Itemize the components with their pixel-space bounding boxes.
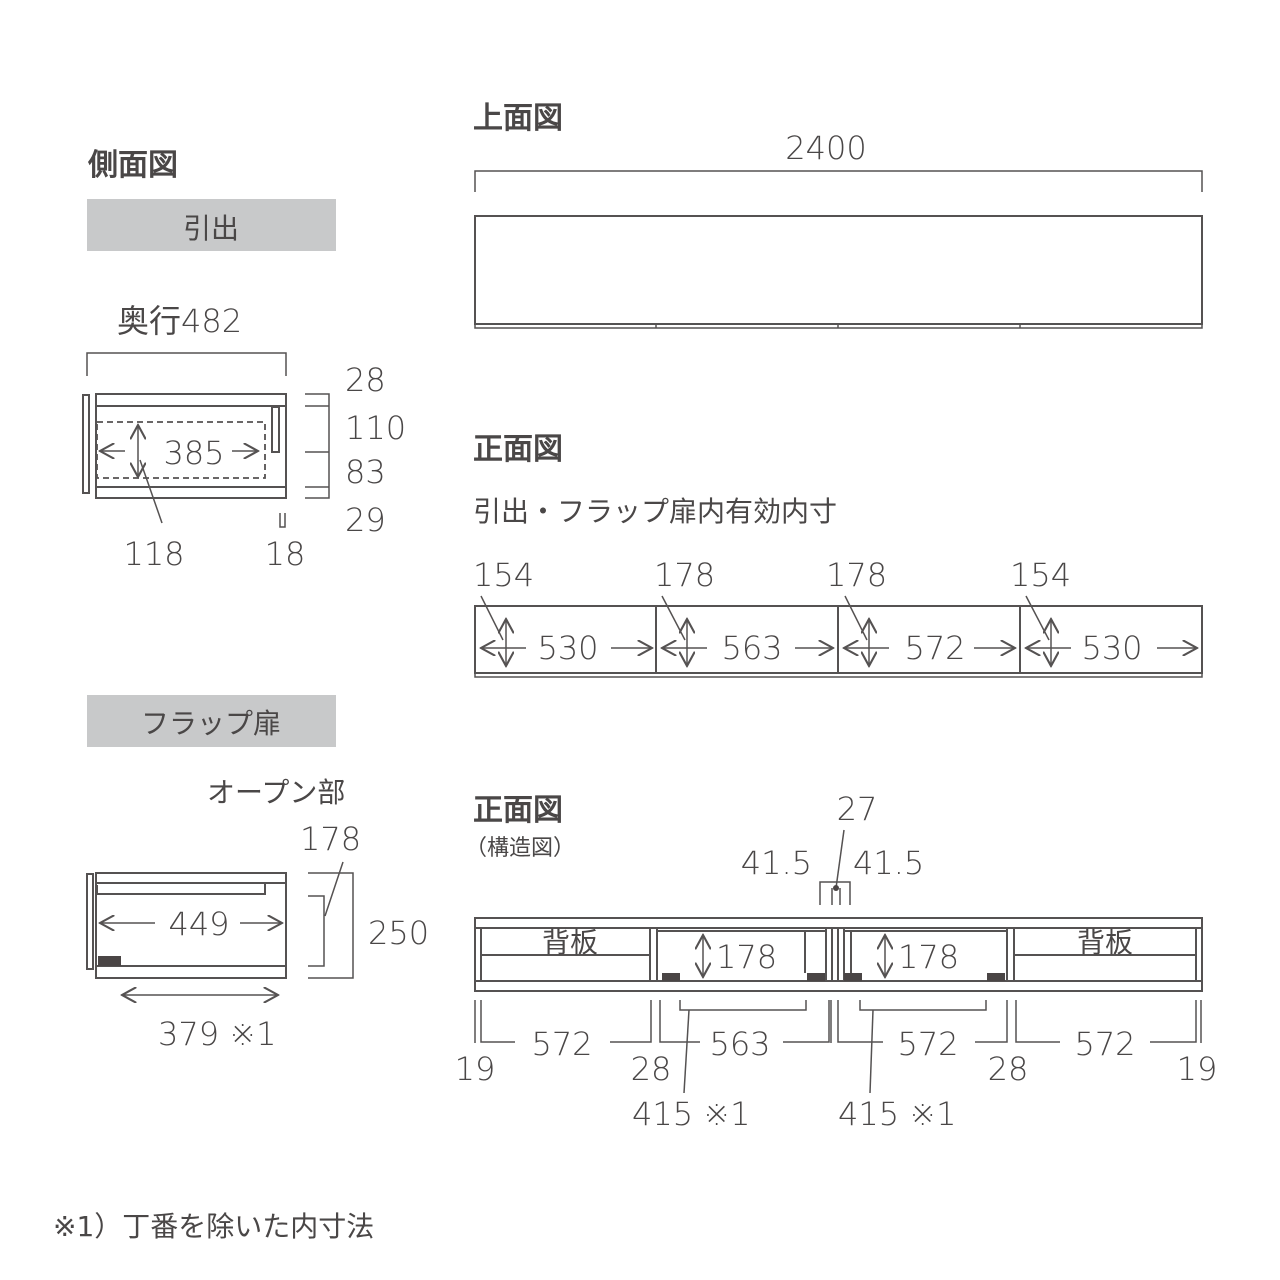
compartment-4: 154 530 (1010, 556, 1197, 667)
flap-top-rail (96, 882, 286, 895)
drawer-front-panel (82, 394, 90, 494)
top-outline (474, 215, 1203, 325)
front-view: 正面図 引出・フラップ扉内有効内寸 154 530 178 563 178 (473, 432, 1203, 678)
back-panel-label-left: 背板 (542, 926, 598, 959)
hinge-inner-bracket-left (679, 1000, 807, 1011)
inner-height-right: 178 (898, 938, 959, 976)
compartment-width: 563 (721, 629, 782, 667)
open-height: 178 (300, 820, 361, 858)
footnote: ※1）丁番を除いた内寸法 (53, 1210, 374, 1243)
width-dim-2: 563 (709, 1025, 770, 1063)
structure-view-title: 正面図 (473, 793, 563, 828)
divider-dim-right: 28 (988, 1050, 1029, 1088)
total-width: 2400 (785, 129, 866, 167)
hinge-inner-bracket-right (859, 1000, 987, 1011)
hinge-inner-dim-right: 415 ※1 (838, 1095, 956, 1133)
inner-height-left: 178 (716, 938, 777, 976)
dim-83: 83 (345, 453, 386, 491)
center-divider-detail (819, 881, 851, 905)
right-edge-dim: 19 (1177, 1050, 1218, 1088)
drawer-box (95, 393, 287, 499)
dim-29: 29 (345, 501, 386, 539)
flap-bottom-width: 379 ※1 (158, 1015, 276, 1053)
drawer-label-box (87, 199, 336, 251)
compartment-width: 572 (904, 629, 965, 667)
open-part-label: オープン部 (207, 776, 345, 809)
width-dim-1: 572 (531, 1025, 592, 1063)
flap-label: フラップ扉 (141, 707, 281, 740)
hinge-inner-dim-left: 415 ※1 (632, 1095, 750, 1133)
front-view-title: 正面図 (473, 432, 563, 467)
flap-label-box (87, 695, 336, 747)
width-dim-4: 572 (1074, 1025, 1135, 1063)
depth-bracket (86, 352, 287, 376)
left-edge-dim: 19 (455, 1050, 496, 1088)
back-panel-label-right: 背板 (1077, 926, 1133, 959)
width-dim-3: 572 (897, 1025, 958, 1063)
flap-total-height: 250 (368, 914, 429, 952)
flap-height-bracket (308, 872, 354, 979)
side-view-title: 側面図 (87, 148, 178, 183)
front-view-subtitle: 引出・フラップ扉内有効内寸 (473, 495, 837, 528)
top-view: 上面図 2400 (473, 101, 1203, 329)
structure-view-subtitle: （構造図） (465, 836, 575, 861)
height-dim-bracket (305, 393, 330, 499)
leader-line (139, 459, 163, 524)
flap-inner-width: 449 (168, 905, 229, 943)
flap-section: フラップ扉 オープン部 178 449 379 ※1 250 (86, 695, 429, 1053)
front-thickness-mark (279, 513, 286, 528)
top-view-title: 上面図 (473, 101, 563, 136)
center-right-dim: 41.5 (853, 844, 924, 882)
compartment-height: 178 (826, 556, 887, 594)
drawer-back-rail (271, 406, 280, 453)
compartment-2: 178 563 (654, 556, 833, 667)
drawer-section: 引出 奥行482 385 118 18 28 110 83 29 (82, 199, 406, 573)
drawer-depth-label: 奥行482 (117, 302, 242, 340)
leader-line (324, 861, 344, 917)
dim-28: 28 (345, 361, 386, 399)
compartment-height: 154 (473, 556, 534, 594)
compartment-height: 154 (1010, 556, 1071, 594)
width-bracket (474, 170, 1203, 192)
inner-effective-area (96, 421, 266, 479)
drawer-inner-width: 385 (163, 434, 224, 472)
drawer-front-thickness: 18 (265, 535, 306, 573)
compartment-height: 178 (654, 556, 715, 594)
hinge-block (98, 956, 121, 966)
center-divider-dim: 27 (837, 790, 878, 828)
flap-box (95, 872, 287, 979)
compartment-width: 530 (537, 629, 598, 667)
dim-110: 110 (345, 409, 406, 447)
drawer-label: 引出 (183, 212, 239, 245)
center-left-dim: 41.5 (741, 844, 812, 882)
compartment-3: 178 572 (826, 556, 1015, 667)
structure-view: 正面図 （構造図） 27 41.5 41.5 背板 178 (455, 790, 1218, 1133)
divider-dim-left: 28 (631, 1050, 672, 1088)
compartment-width: 530 (1081, 629, 1142, 667)
drawer-inner-height: 118 (123, 535, 184, 573)
flap-door-panel (86, 873, 94, 970)
compartment-1: 154 530 (473, 556, 652, 667)
